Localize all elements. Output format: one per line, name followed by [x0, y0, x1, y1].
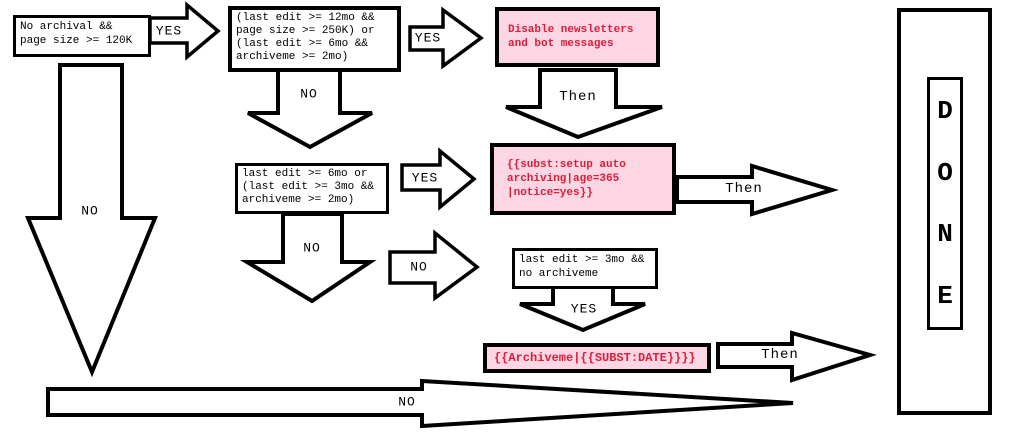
- condition-text-line: no archiveme: [519, 268, 599, 280]
- condition-text-line: (last edit >= 3mo &&: [242, 181, 375, 193]
- condition-text-line: archiveme >= 2mo): [236, 51, 349, 63]
- action-box-archiveme: {{Archiveme|{{SUBST:DATE}}}}: [483, 343, 711, 373]
- condition-text-line: page size >= 250K) or: [236, 25, 375, 37]
- condition-box-12mo: (last edit >= 12mo && page size >= 250K)…: [228, 6, 401, 72]
- yes-label-2: YES: [414, 30, 442, 46]
- action-box-disable-newsletters: Disable newsletters and bot messages: [495, 7, 660, 67]
- condition-text-line: last edit >= 6mo or: [242, 168, 368, 180]
- no-arrow-5: [46, 378, 794, 429]
- condition-text-line: page size >= 120K: [20, 35, 133, 47]
- condition-text-line: last edit >= 3mo &&: [519, 254, 645, 266]
- no-label-2: NO: [303, 240, 321, 256]
- done-box: D O N E: [897, 8, 992, 415]
- done-letter: N: [937, 219, 953, 250]
- no-arrow-1: [247, 68, 373, 150]
- yes-label-4: YES: [570, 301, 598, 317]
- condition-text-line: No archival &&: [20, 21, 113, 33]
- then-label-3: Then: [761, 347, 799, 363]
- action-text-line: archiving|age=365: [507, 173, 620, 185]
- no-label-3: NO: [81, 203, 99, 219]
- done-letter: O: [937, 157, 953, 188]
- done-letter: E: [937, 281, 953, 312]
- yes-label-1: YES: [155, 23, 183, 39]
- yes-arrow-2: [408, 6, 484, 70]
- no-label-4: NO: [410, 259, 428, 275]
- then-arrow-3: [716, 330, 877, 383]
- no-arrow-2: [239, 212, 377, 304]
- action-text-line: Disable newsletters: [508, 24, 634, 36]
- condition-text-line: (last edit >= 12mo &&: [236, 12, 375, 24]
- yes-arrow-3: [400, 147, 477, 211]
- then-label-1: Then: [559, 89, 597, 105]
- yes-label-3: YES: [411, 170, 439, 186]
- done-letter: D: [937, 95, 953, 126]
- condition-text-line: (last edit >= 6mo &&: [236, 38, 369, 50]
- condition-box-6mo: last edit >= 6mo or (last edit >= 3mo &&…: [235, 163, 389, 214]
- action-text-line: |notice=yes}}: [507, 187, 593, 199]
- no-arrow-3: [25, 63, 158, 378]
- condition-box-start: No archival && page size >= 120K: [13, 15, 151, 57]
- action-text-line: {{subst:setup auto: [507, 159, 626, 171]
- done-label-box: D O N E: [927, 77, 963, 330]
- then-arrow-1: [505, 68, 663, 140]
- no-label-5: NO: [398, 394, 416, 410]
- no-label-1: NO: [300, 86, 318, 102]
- action-text-line: and bot messages: [508, 38, 614, 50]
- yes-arrow-4: [519, 285, 646, 333]
- action-text-line: {{Archiveme|{{SUBST:DATE}}}}: [494, 351, 696, 365]
- yes-arrow-1: [148, 1, 221, 61]
- then-arrow-2: [675, 163, 839, 217]
- condition-text-line: archiveme >= 2mo): [242, 194, 355, 206]
- condition-box-3mo: last edit >= 3mo && no archiveme: [512, 248, 658, 289]
- no-arrow-4: [388, 229, 480, 302]
- then-label-2: Then: [725, 181, 763, 197]
- action-box-setup-archiving: {{subst:setup auto archiving|age=365 |no…: [490, 143, 676, 215]
